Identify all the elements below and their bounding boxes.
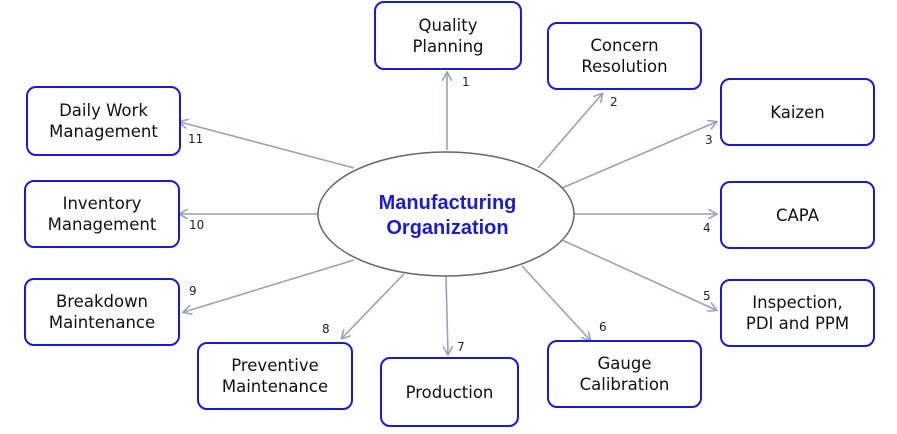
arrow-preventive-maintenance <box>342 273 405 338</box>
node-number: 5 <box>703 289 711 303</box>
node-label: Inspection, PDI and PPM <box>745 293 850 333</box>
arrow-inspection <box>561 239 716 310</box>
node-label: Inventory Management <box>47 194 157 234</box>
arrow-concern-resolution <box>537 94 602 169</box>
node-number: 1 <box>462 75 470 89</box>
node-number: 11 <box>188 132 204 146</box>
node-number: 6 <box>599 320 607 334</box>
node-inventory-management: Inventory Management <box>24 180 180 248</box>
node-quality-planning: Quality Planning <box>374 1 522 70</box>
arrow-breakdown-maintenance <box>184 259 355 312</box>
node-label: CAPA <box>776 205 819 225</box>
node-label: Preventive Maintenance <box>221 356 329 396</box>
node-label: Production <box>405 382 494 402</box>
node-number: 10 <box>189 218 205 232</box>
node-number: 3 <box>705 133 713 147</box>
node-daily-work-management: Daily Work Management <box>26 86 181 156</box>
node-inspection: Inspection, PDI and PPM <box>720 279 875 347</box>
arrow-daily-work-management <box>180 122 355 169</box>
arrow-gauge-calibration <box>521 265 590 340</box>
node-label: Breakdown Maintenance <box>48 292 156 332</box>
node-number: 9 <box>189 284 197 298</box>
node-number: 8 <box>322 322 330 336</box>
node-capa: CAPA <box>720 181 875 249</box>
node-breakdown-maintenance: Breakdown Maintenance <box>24 278 180 346</box>
node-number: 4 <box>703 221 711 235</box>
node-preventive-maintenance: Preventive Maintenance <box>197 342 353 410</box>
arrow-production <box>446 275 448 354</box>
arrow-kaizen <box>561 122 716 189</box>
center-ellipse <box>317 151 575 277</box>
node-concern-resolution: Concern Resolution <box>547 22 702 90</box>
node-number: 2 <box>610 95 618 109</box>
node-label: Daily Work Management <box>49 101 158 141</box>
node-label: Gauge Calibration <box>579 354 670 394</box>
node-label: Quality Planning <box>412 15 484 56</box>
node-label: Kaizen <box>770 102 825 122</box>
node-production: Production <box>380 357 519 427</box>
node-kaizen: Kaizen <box>720 78 875 146</box>
node-label: Concern Resolution <box>581 36 668 76</box>
center-label: Manufacturing Organization <box>378 192 517 239</box>
node-gauge-calibration: Gauge Calibration <box>547 340 702 408</box>
node-number: 7 <box>457 340 465 354</box>
